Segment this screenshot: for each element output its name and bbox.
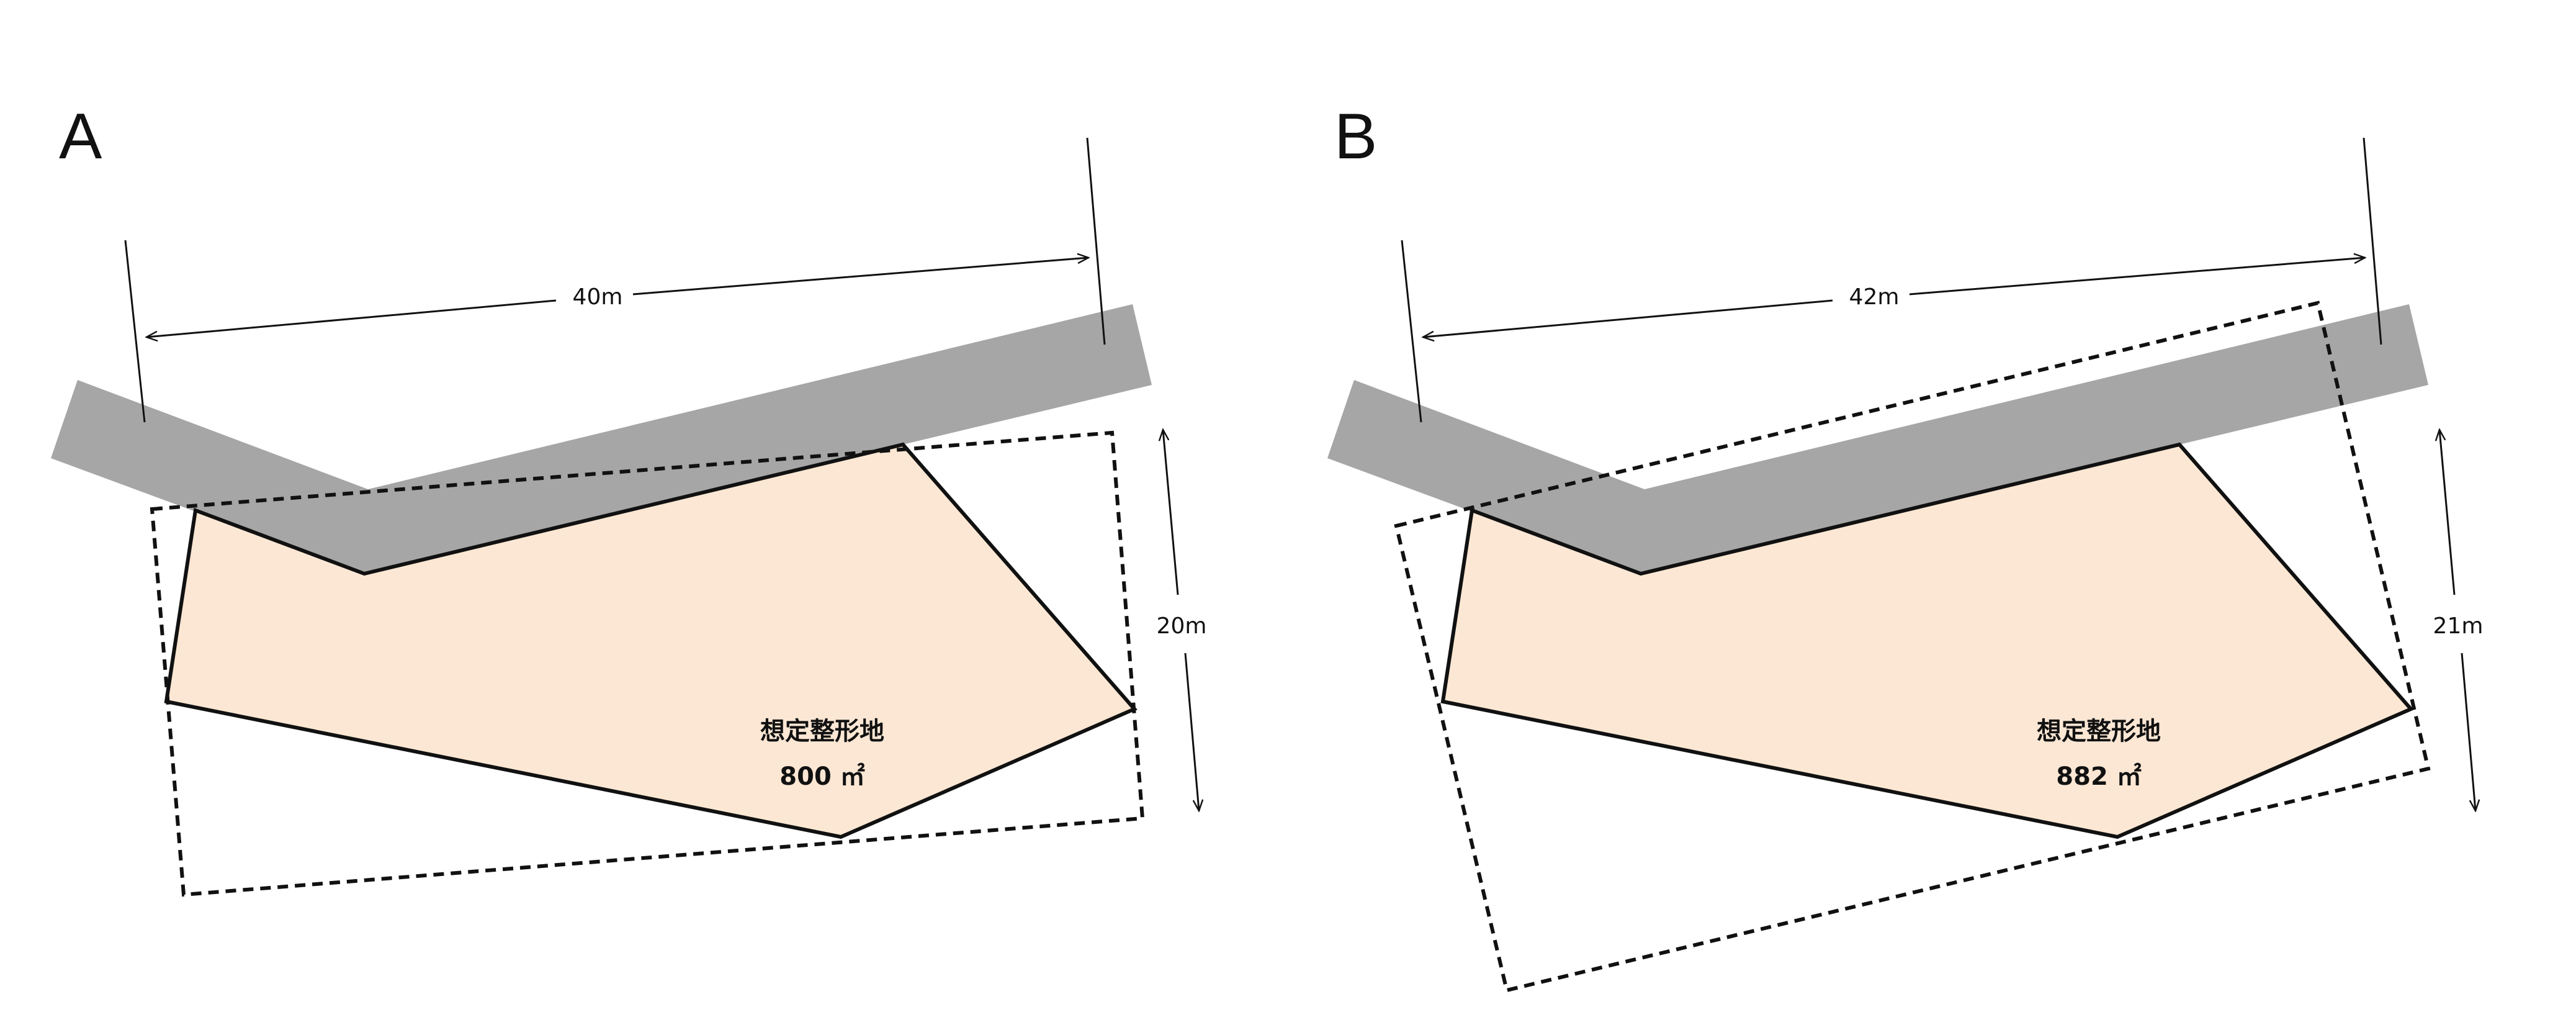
extension-line-right [2363, 137, 2382, 345]
depth-dimension-label: 20m [1157, 613, 1207, 639]
width-dimension-line-left [1423, 299, 1833, 337]
panel-label-a: A [59, 101, 102, 173]
extension-line-right [1086, 137, 1106, 345]
depth-dimension-line-top [1163, 430, 1179, 595]
width-dimension-line-left [146, 299, 557, 337]
width-dimension-label: 42m [1849, 284, 1900, 310]
assumed-rectangle [1394, 300, 2431, 993]
panel-label-b: B [1334, 101, 1377, 173]
extension-line-left [1401, 240, 1422, 423]
width-dimension-line-right [1909, 258, 2365, 296]
panel-a: A 40m 20m 想定整形地 800 ㎡ [51, 101, 1207, 897]
extension-line-left [124, 240, 146, 423]
width-dimension-line-right [632, 258, 1088, 296]
area-title: 想定整形地 [760, 717, 884, 746]
depth-dimension-line-top [2439, 430, 2456, 595]
site-polygon [1440, 442, 2414, 839]
area-value: 882 ㎡ [2056, 762, 2141, 791]
assumed-rectangle [150, 430, 1145, 897]
depth-dimension-line-bottom [2461, 653, 2475, 811]
depth-dimension-line-bottom [1184, 653, 1199, 811]
width-dimension-label: 40m [573, 284, 623, 310]
depth-dimension-label: 21m [2433, 613, 2484, 639]
panel-b: B 42m 21m 想定整形地 882 ㎡ [1327, 101, 2484, 993]
area-value: 800 ㎡ [779, 762, 864, 791]
area-title: 想定整形地 [2037, 717, 2161, 746]
road-band [1327, 304, 2428, 574]
road-band [51, 304, 1152, 574]
